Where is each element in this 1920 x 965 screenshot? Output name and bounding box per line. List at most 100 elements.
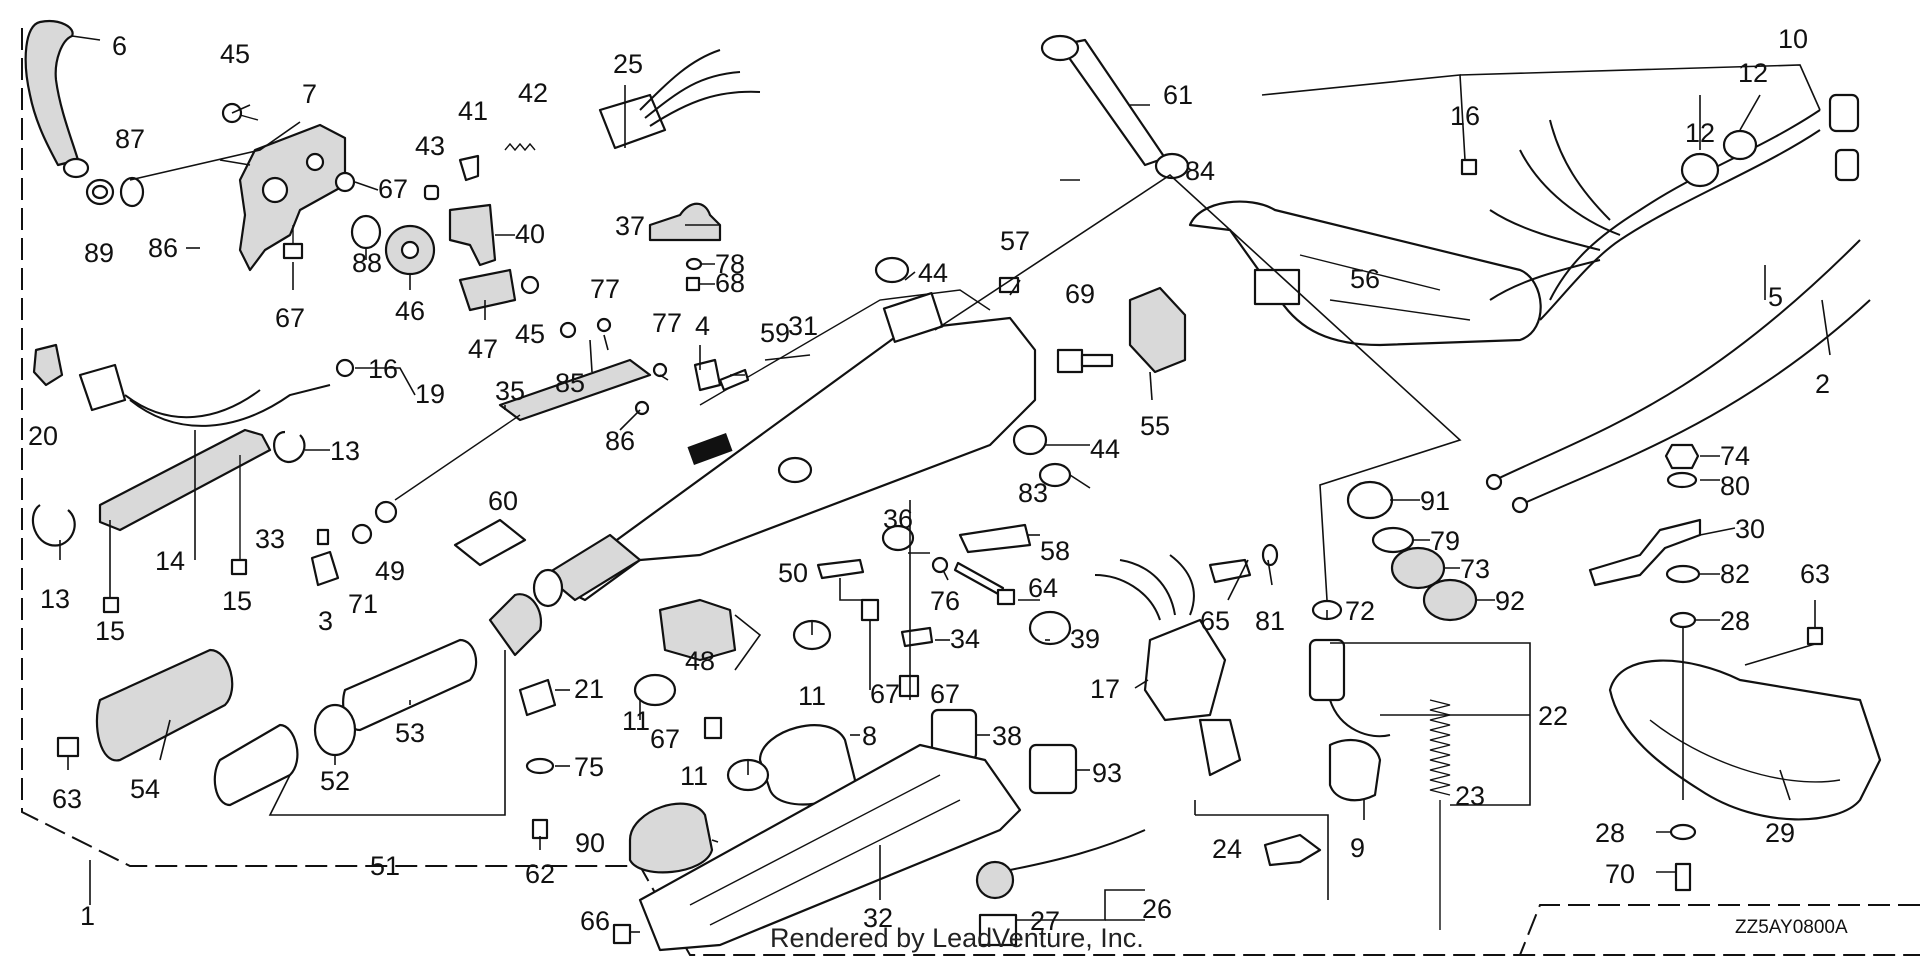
callout-71: 71 [348,589,378,619]
callout-15a: 15 [222,586,252,616]
part-rod-35-shaft [394,414,521,501]
callout-90: 90 [575,828,605,858]
part-cable-2-end [1511,496,1529,514]
part-washer-78 [685,257,703,271]
part-cap-16a [335,358,355,378]
callout-68: 68 [715,268,745,298]
part-throttle-body [488,593,543,657]
leader-lines [59,35,1831,933]
part-sleeve-90 [628,802,714,874]
part-bushing-91 [1346,480,1394,520]
part-pin-33 [316,528,330,546]
part-washer-75 [525,757,555,775]
part-clamp-11b [633,673,677,707]
callout-80: 80 [1720,471,1750,501]
part-cable-5 [1494,239,1861,481]
callout-74: 74 [1720,441,1750,471]
assembly-boundary [21,28,1920,956]
part-clamp-12a [1680,152,1720,188]
part-grommet-44b [1012,424,1048,456]
part-throttle-tube [543,533,642,602]
part-bracket-40 [448,203,497,267]
part-cover-14 [98,428,272,532]
part-cable-2 [1519,299,1871,506]
callout-13a: 13 [330,436,360,466]
part-ring-79 [1371,526,1415,554]
callout-2: 2 [1815,369,1830,399]
part-washer-28a [1669,611,1697,629]
callout-37: 37 [615,211,645,241]
callout-16a: 16 [368,354,398,384]
callout-22: 22 [1538,701,1568,731]
part-tiller-31-switch-pocket [882,292,944,343]
callout-46: 46 [395,296,425,326]
part-bolt-15b [102,596,120,614]
callout-67b: 67 [275,303,305,333]
part-screw-45b [520,275,540,295]
part-washer-81 [1261,543,1279,567]
callout-86b: 86 [605,426,635,456]
part-spacer-3 [310,550,340,587]
callout-39: 39 [1070,624,1100,654]
callout-56: 56 [1350,264,1380,294]
callout-28b: 28 [1595,818,1625,848]
callout-14: 14 [155,546,185,576]
part-bolt-69-shank [1080,353,1114,368]
part-washer-77b [652,362,668,378]
callout-7: 7 [302,79,317,109]
part-oring-89-hole [91,184,109,200]
part-harness-10 [1539,109,1821,321]
callout-8: 8 [862,721,877,751]
part-bolt-63a [56,736,80,758]
part-bolt-67e [703,716,723,740]
callout-17: 17 [1090,674,1120,704]
callout-labels: 6 45 7 87 89 86 67 67 88 46 43 41 42 40 … [28,24,1830,936]
callout-43: 43 [415,131,445,161]
callout-25: 25 [613,49,643,79]
part-throttle-53 [342,638,478,732]
callout-84: 84 [1185,156,1215,186]
part-tiller-31-decal [687,433,733,465]
footer-credit: Rendered by LeadVenture, Inc. [770,923,1144,953]
callout-5: 5 [1768,282,1783,312]
part-plate-47 [458,268,517,312]
part-lanyard-23 [1429,699,1451,796]
callout-72: 72 [1345,596,1375,626]
part-washer-28b [1669,823,1697,841]
part-sensor-26-wire [1009,829,1146,871]
part-bolt-65 [1208,558,1252,584]
part-washer-80 [1666,471,1698,489]
part-washer-77a [596,317,612,333]
part-harness-10-connector [1828,93,1860,133]
callout-16b: 16 [1450,101,1480,131]
part-block-93 [1028,743,1078,795]
part-label-60 [453,518,527,567]
part-washer-82 [1665,564,1701,584]
part-bearing-51 [213,723,299,807]
callout-48: 48 [685,646,715,676]
callout-62: 62 [525,859,555,889]
callout-45b: 45 [515,319,545,349]
callout-87: 87 [115,124,145,154]
part-switch-22 [1308,638,1346,702]
part-clamp-12b [1722,129,1758,161]
callout-91: 91 [1420,486,1450,516]
callout-67a: 67 [378,174,408,204]
callout-42: 42 [518,78,548,108]
callout-67e: 67 [650,724,680,754]
callout-26: 26 [1142,894,1172,924]
part-bushing-87 [119,176,145,208]
part-bracket-7-hole [261,176,289,204]
part-nut-71 [351,523,373,545]
callout-67d: 67 [930,679,960,709]
callout-63b: 63 [1800,559,1830,589]
part-switch-25 [598,93,667,150]
callout-15b: 15 [95,616,125,646]
callout-79: 79 [1430,526,1460,556]
part-grommet-36 [881,524,915,552]
part-clamp-13b [31,504,76,547]
part-washer-49 [374,500,398,524]
part-bushing-92 [1422,578,1478,622]
callout-4: 4 [695,311,710,341]
callout-23: 23 [1455,781,1485,811]
